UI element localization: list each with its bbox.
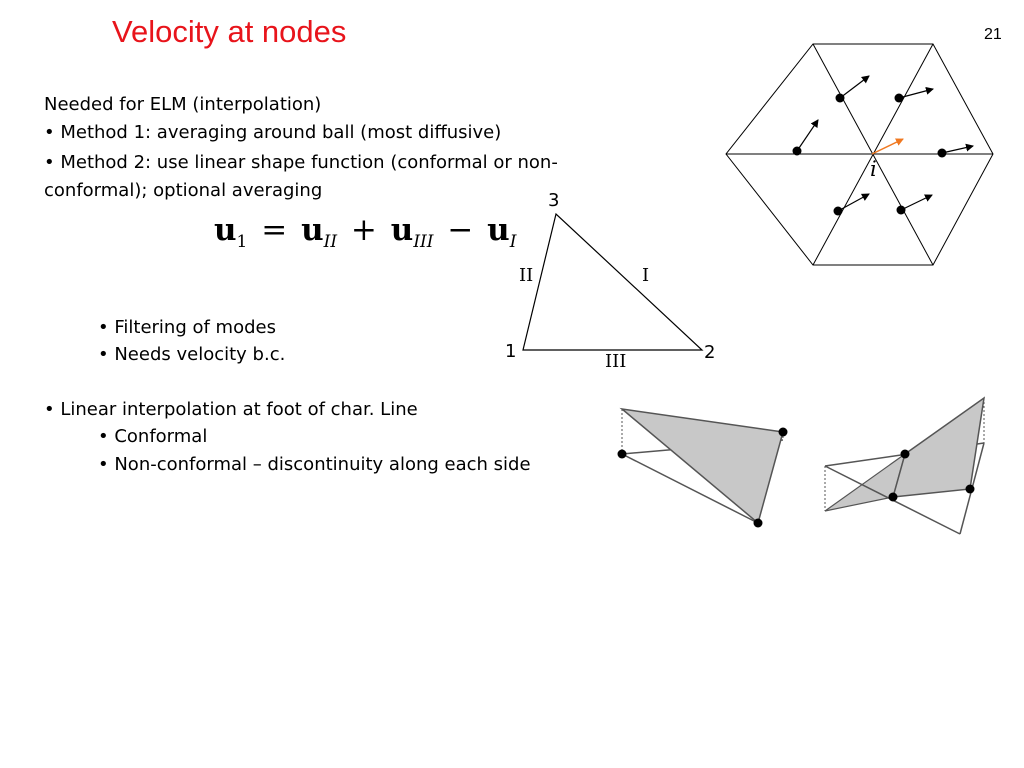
interpolation-equation: u1 = uII + uIII − uI <box>214 212 516 252</box>
nonconformal-surface <box>824 396 986 535</box>
eq-term-2: u <box>390 212 414 248</box>
eq-term-1: u <box>301 212 324 248</box>
bullet-method-2-cont: conformal); optional averaging <box>44 180 323 201</box>
eq-equals: = <box>261 212 288 248</box>
velocity-arrow <box>839 75 870 99</box>
bullet-linear-interpolation: • Linear interpolation at foot of char. … <box>44 399 418 420</box>
center-node-label: i <box>870 157 877 181</box>
triangle-side-III: III <box>605 351 627 372</box>
bullet-method-2: • Method 2: use linear shape function (c… <box>44 152 558 173</box>
velocity-arrow <box>898 86 934 99</box>
vertex-dot <box>888 492 898 502</box>
bullet-nonconformal: • Non-conformal – discontinuity along ea… <box>98 454 531 475</box>
triangle-node-3: 3 <box>548 190 560 211</box>
vertex-dot <box>617 449 627 459</box>
page-number: 21 <box>984 26 1002 43</box>
bullet-conformal: • Conformal <box>98 426 208 447</box>
triangle-node-2: 2 <box>704 342 716 363</box>
slide-title: Velocity at nodes <box>112 14 347 49</box>
conformal-surface <box>617 407 788 528</box>
eq-term-1-sub: II <box>323 232 338 252</box>
hexagon-patch <box>725 43 994 266</box>
triangle-node-1: 1 <box>505 341 517 362</box>
vertex-dot <box>900 449 910 459</box>
plane-right <box>891 396 986 498</box>
eq-term-3-sub: I <box>509 232 517 252</box>
eq-plus: + <box>350 212 377 248</box>
eq-lhs-sub: 1 <box>236 232 248 252</box>
vertex-dot <box>778 427 788 437</box>
bullet-filtering: • Filtering of modes <box>98 317 276 338</box>
eq-term-2-sub: III <box>413 232 434 252</box>
triangle-side-II: II <box>519 265 534 286</box>
eq-term-3: u <box>487 212 510 248</box>
triangle-side-I: I <box>642 265 650 286</box>
intro-text: Needed for ELM (interpolation) <box>44 94 322 115</box>
plane-left <box>824 452 907 512</box>
velocity-arrow <box>837 193 870 212</box>
eq-minus: − <box>447 212 474 248</box>
reference-triangle <box>522 212 704 351</box>
triangle-outline <box>522 212 704 351</box>
velocity-arrow <box>796 119 819 152</box>
node-velocity-arrow <box>871 138 904 155</box>
velocity-arrow <box>941 143 974 154</box>
vertex-dot <box>965 484 975 494</box>
bullet-method-1: • Method 1: averaging around ball (most … <box>44 122 502 143</box>
eq-lhs: u <box>214 212 237 248</box>
bullet-velocity-bc: • Needs velocity b.c. <box>98 344 286 365</box>
base-edge <box>621 453 759 524</box>
velocity-arrow <box>900 194 933 211</box>
interpolated-plane <box>619 407 784 525</box>
vertex-dot <box>753 518 763 528</box>
